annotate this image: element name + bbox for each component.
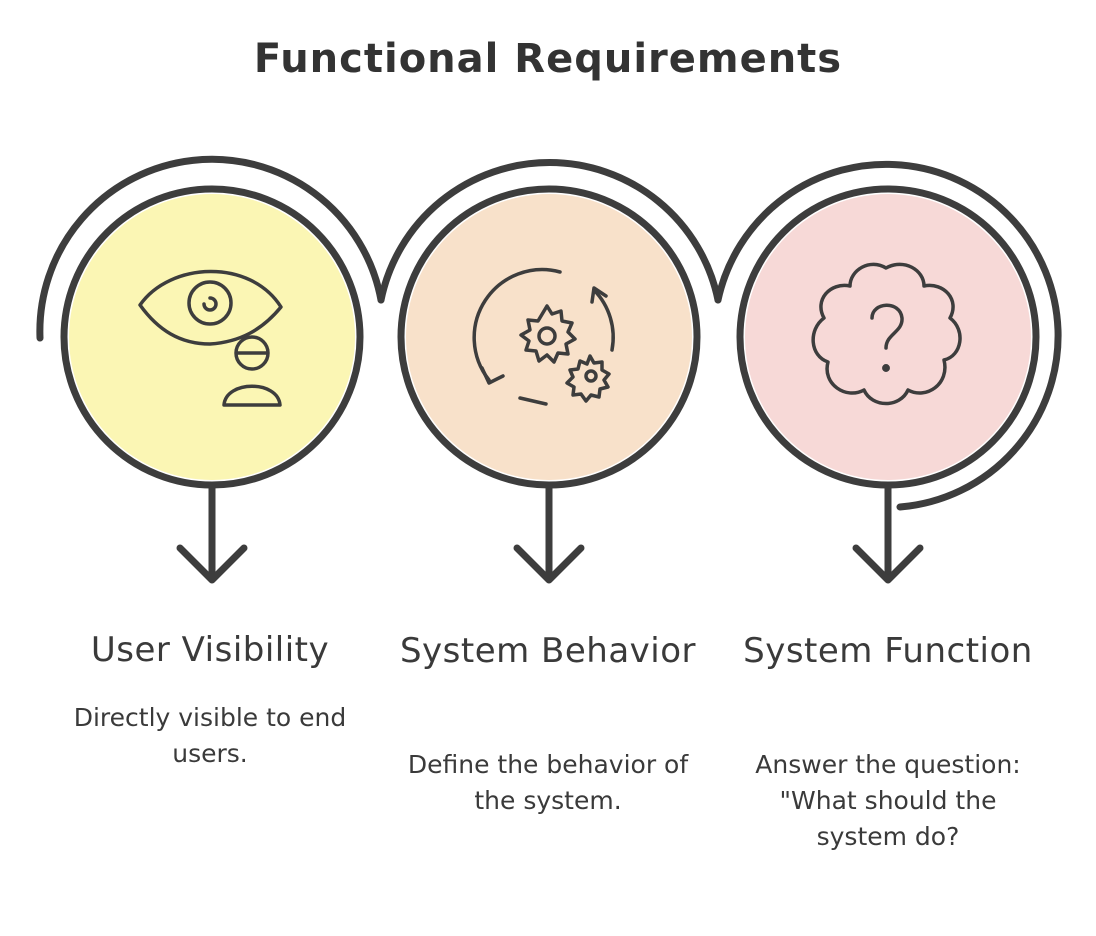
circle-fills <box>69 194 1031 480</box>
step-description-system-function: Answer the question: "What should the sy… <box>755 750 1021 851</box>
fill-yellow <box>69 194 355 480</box>
step-description-system-behavior: Define the behavior of the system. <box>407 750 689 815</box>
fill-peach <box>406 194 692 480</box>
step-loop-2 <box>377 159 722 584</box>
step-heading-system-behavior: System Behavior <box>399 631 697 671</box>
step-heading-system-function: System Function <box>743 631 1033 671</box>
eye-user-icon <box>138 269 283 407</box>
step-description-user-visibility: Directly visible to end users. <box>73 703 347 768</box>
fill-pink <box>745 194 1031 480</box>
diagram-title: Functional Requirements <box>253 36 843 82</box>
gears-cycle-icon <box>472 267 615 406</box>
question-cloud-icon <box>811 262 962 406</box>
step-heading-user-visibility: User Visibility <box>90 630 330 670</box>
step-loop-3 <box>714 160 1062 584</box>
step-loop-1 <box>36 155 385 584</box>
